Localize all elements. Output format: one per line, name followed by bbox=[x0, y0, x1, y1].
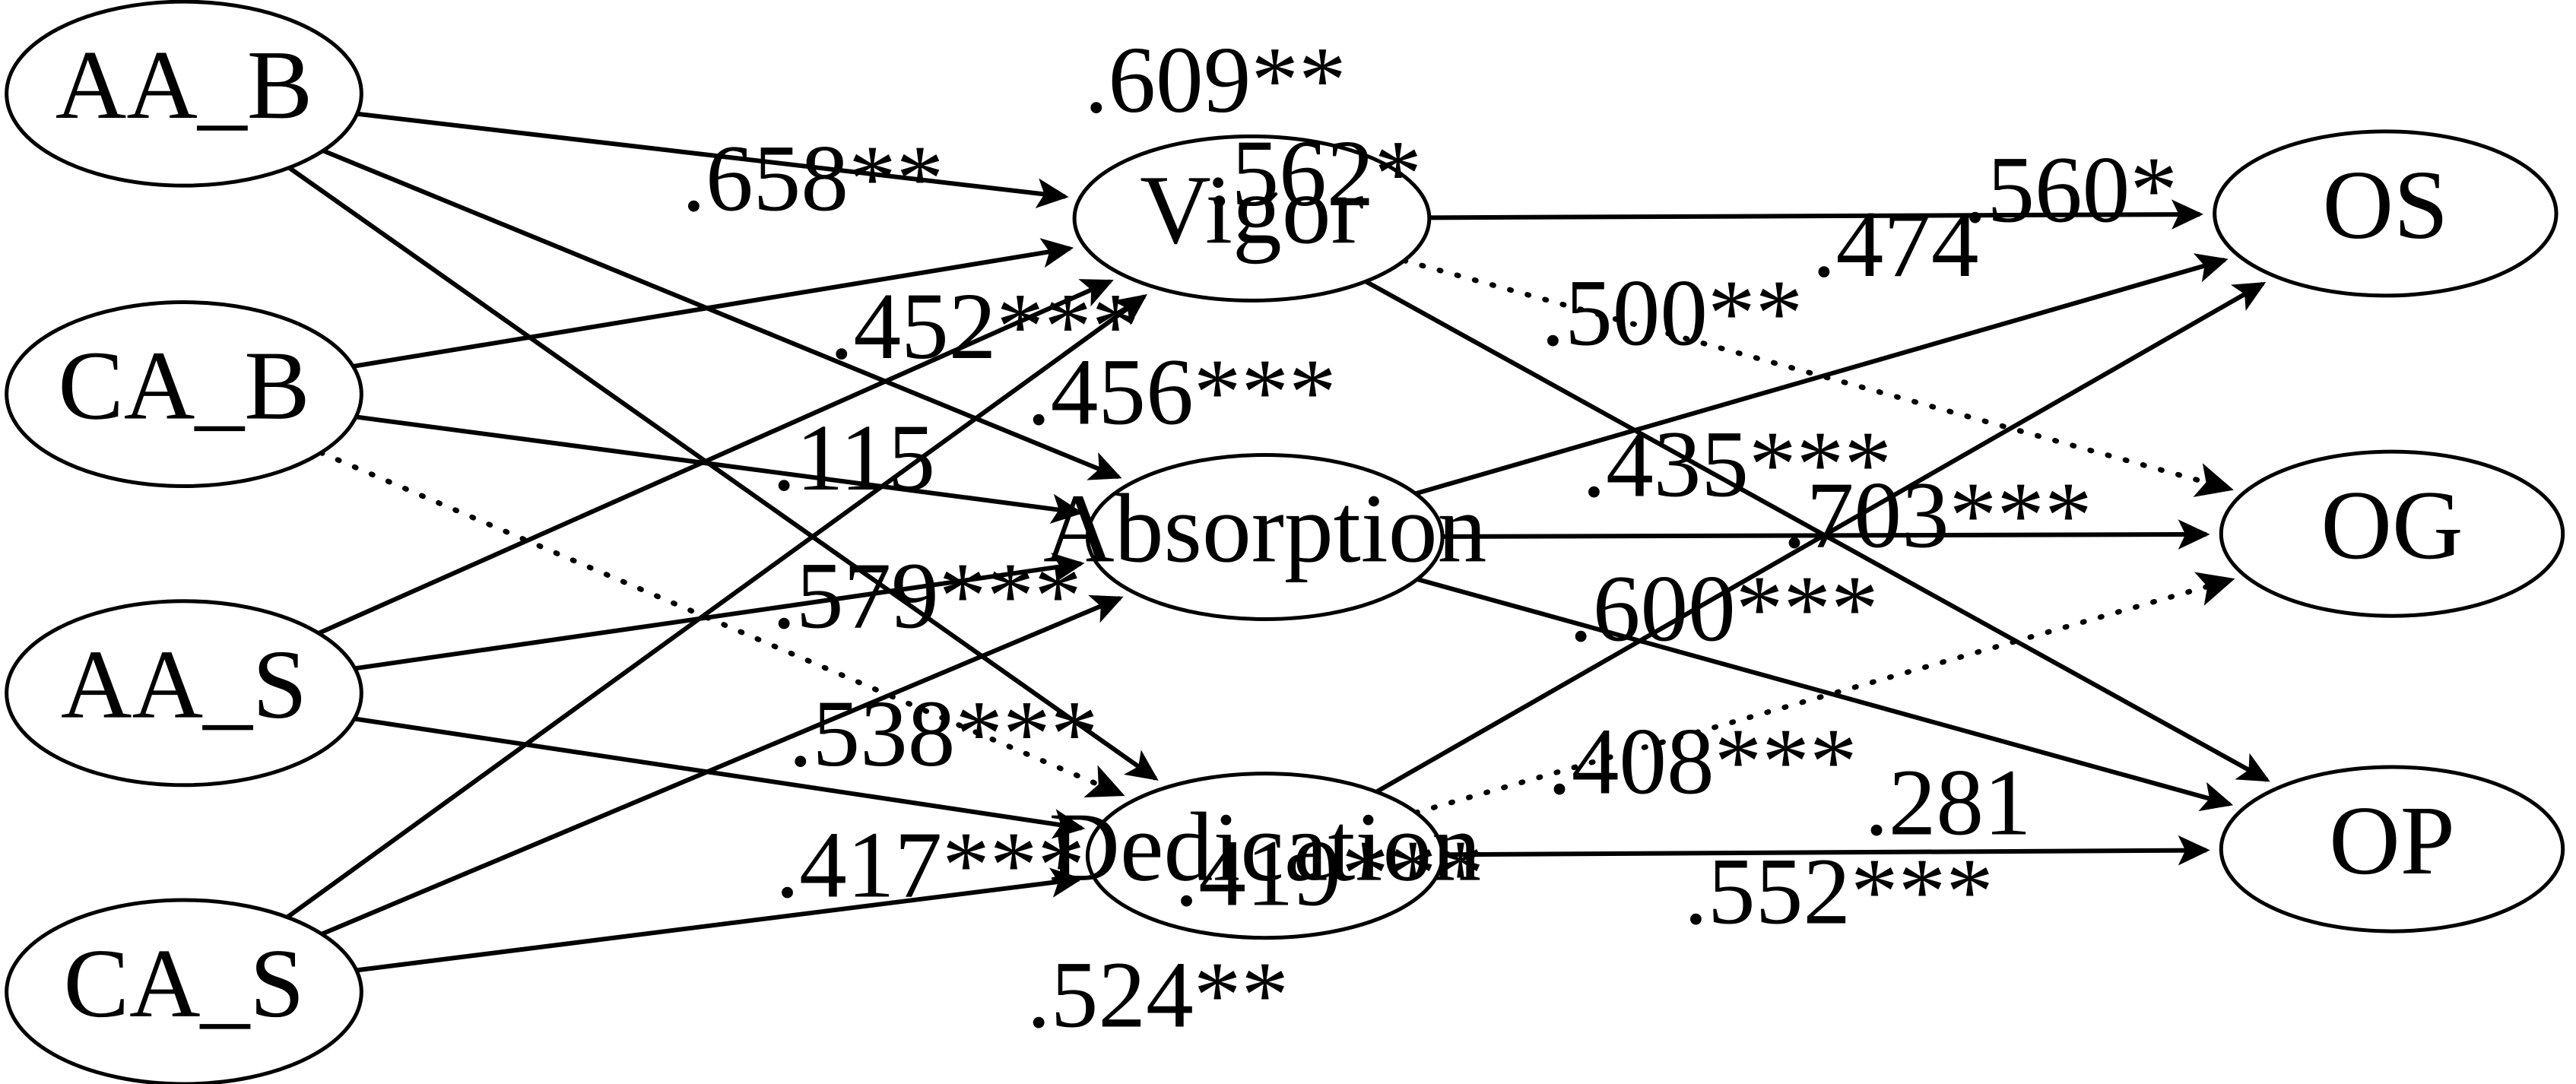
node-ellipse-vigor bbox=[1074, 136, 1429, 300]
path-edge-aa_b-to-dedication bbox=[289, 168, 1163, 784]
node-ellipse-ca_b bbox=[7, 303, 362, 487]
edge-coefficient-aa_b-absorption: .562* bbox=[1207, 121, 1422, 227]
edge-coefficient-dedication-os: .408*** bbox=[1547, 709, 1857, 815]
path-edge-dedication-to-op bbox=[1442, 818, 2215, 883]
path-edge-vigor-to-os bbox=[1429, 182, 2208, 248]
edge-coefficient-vigor-op: .500** bbox=[1541, 261, 1804, 366]
node-ellipse-op bbox=[2221, 767, 2562, 931]
path-edge-dedication-to-os bbox=[1376, 284, 2270, 791]
edge-coefficient-ca_b-vigor: .452*** bbox=[830, 274, 1139, 379]
node-label-aa_s: AA_S bbox=[61, 630, 307, 740]
node-label-op: OP bbox=[2329, 786, 2455, 895]
path-edge-absorption-to-op bbox=[1417, 579, 2238, 819]
edge-coefficient-ca_b-absorption: .456*** bbox=[1026, 339, 1336, 445]
nodes-layer: AA_B CA_B AA_S CA_S VigorAbsorptionDedicatio… bbox=[7, 2, 2563, 1084]
node-label-og: OG bbox=[2321, 471, 2463, 580]
node-ellipse-aa_s bbox=[7, 601, 362, 785]
edges-layer bbox=[287, 114, 2274, 971]
edge-coefficient-absorption-og: .703*** bbox=[1782, 462, 2092, 568]
edge-coefficient-aa_s-vigor: .579*** bbox=[772, 543, 1082, 648]
edge-coefficient-ca_s-absorption: .419*** bbox=[1175, 820, 1484, 926]
node-label-aa_b: AA_B bbox=[56, 30, 313, 140]
path-edge-aa_s-to-dedication bbox=[354, 718, 1090, 851]
node-og[interactable]: OG bbox=[2221, 452, 2562, 616]
node-dedication[interactable]: Dedication bbox=[1048, 774, 1481, 938]
node-op[interactable]: OP bbox=[2221, 767, 2562, 931]
path-edge-ca_b-to-vigor bbox=[353, 226, 1078, 366]
node-ca_b[interactable]: CA_B bbox=[7, 303, 362, 487]
edge-coefficient-dedication-og: .281 bbox=[1864, 750, 2031, 856]
path-edge-aa_b-to-vigor bbox=[357, 114, 1074, 222]
path-edge-ca_s-to-dedication bbox=[357, 854, 1087, 971]
node-label-vigor: Vigor bbox=[1140, 155, 1364, 265]
path-edge-vigor-to-og bbox=[1404, 261, 2239, 507]
node-ellipse-og bbox=[2221, 452, 2562, 616]
edge-coefficient-ca_s-vigor: .417*** bbox=[776, 813, 1085, 918]
path-edge-aa_s-to-absorption bbox=[355, 540, 1089, 668]
node-ellipse-os bbox=[2215, 132, 2556, 296]
node-ellipse-dedication bbox=[1087, 774, 1442, 938]
edge-coefficient-dedication-op: .552*** bbox=[1684, 838, 1994, 944]
node-aa_b[interactable]: AA_B bbox=[7, 2, 362, 185]
path-edge-ca_s-to-vigor bbox=[287, 291, 1151, 918]
node-ellipse-ca_s bbox=[7, 900, 362, 1084]
edge-coefficient-vigor-os: .560* bbox=[1963, 138, 2178, 243]
node-aa_s[interactable]: AA_S bbox=[7, 601, 362, 785]
node-ellipse-aa_b bbox=[7, 2, 362, 185]
path-edge-ca_b-to-dedication bbox=[321, 452, 1130, 801]
path-edge-aa_s-to-vigor bbox=[319, 276, 1118, 633]
edge-coefficient-aa_s-absorption: .538*** bbox=[788, 681, 1098, 787]
path-edge-aa_b-to-absorption bbox=[323, 151, 1126, 484]
node-vigor[interactable]: Vigor bbox=[1074, 136, 1429, 300]
edge-coefficient-aa_b-dedication: .658** bbox=[682, 126, 944, 232]
node-absorption[interactable]: Absorption bbox=[1043, 455, 1486, 619]
node-os[interactable]: OS bbox=[2215, 132, 2556, 296]
node-label-ca_s: CA_S bbox=[64, 929, 305, 1038]
edge-coefficient-absorption-os: .435*** bbox=[1582, 412, 1892, 518]
edge-coefficient-ca_s-dedication: .524** bbox=[1026, 942, 1289, 1048]
node-label-ca_b: CA_B bbox=[58, 331, 309, 440]
node-label-absorption: Absorption bbox=[1043, 474, 1486, 583]
node-ca_s[interactable]: CA_S bbox=[7, 900, 362, 1084]
path-edge-dedication-to-og bbox=[1416, 563, 2240, 813]
node-label-dedication: Dedication bbox=[1048, 793, 1481, 902]
path-edge-ca_b-to-absorption bbox=[356, 417, 1088, 537]
path-edge-ca_s-to-absorption bbox=[322, 591, 1128, 934]
edge-coefficient-aa_b-vigor: .609** bbox=[1084, 27, 1347, 133]
edge-coefficient-ca_b-dedication: .115 bbox=[772, 405, 936, 511]
path-edge-vigor-to-op bbox=[1366, 281, 2274, 780]
edge-labels-layer: .609**.562* .658** .452***.456*** .115 .579*… bbox=[682, 27, 2178, 1048]
edge-coefficient-vigor-og: .474 bbox=[1812, 192, 1978, 297]
node-ellipse-absorption bbox=[1087, 455, 1442, 619]
node-label-os: OS bbox=[2323, 151, 2449, 260]
path-edge-absorption-to-os bbox=[1416, 246, 2233, 493]
edge-coefficient-absorption-op: .600*** bbox=[1569, 556, 1878, 662]
